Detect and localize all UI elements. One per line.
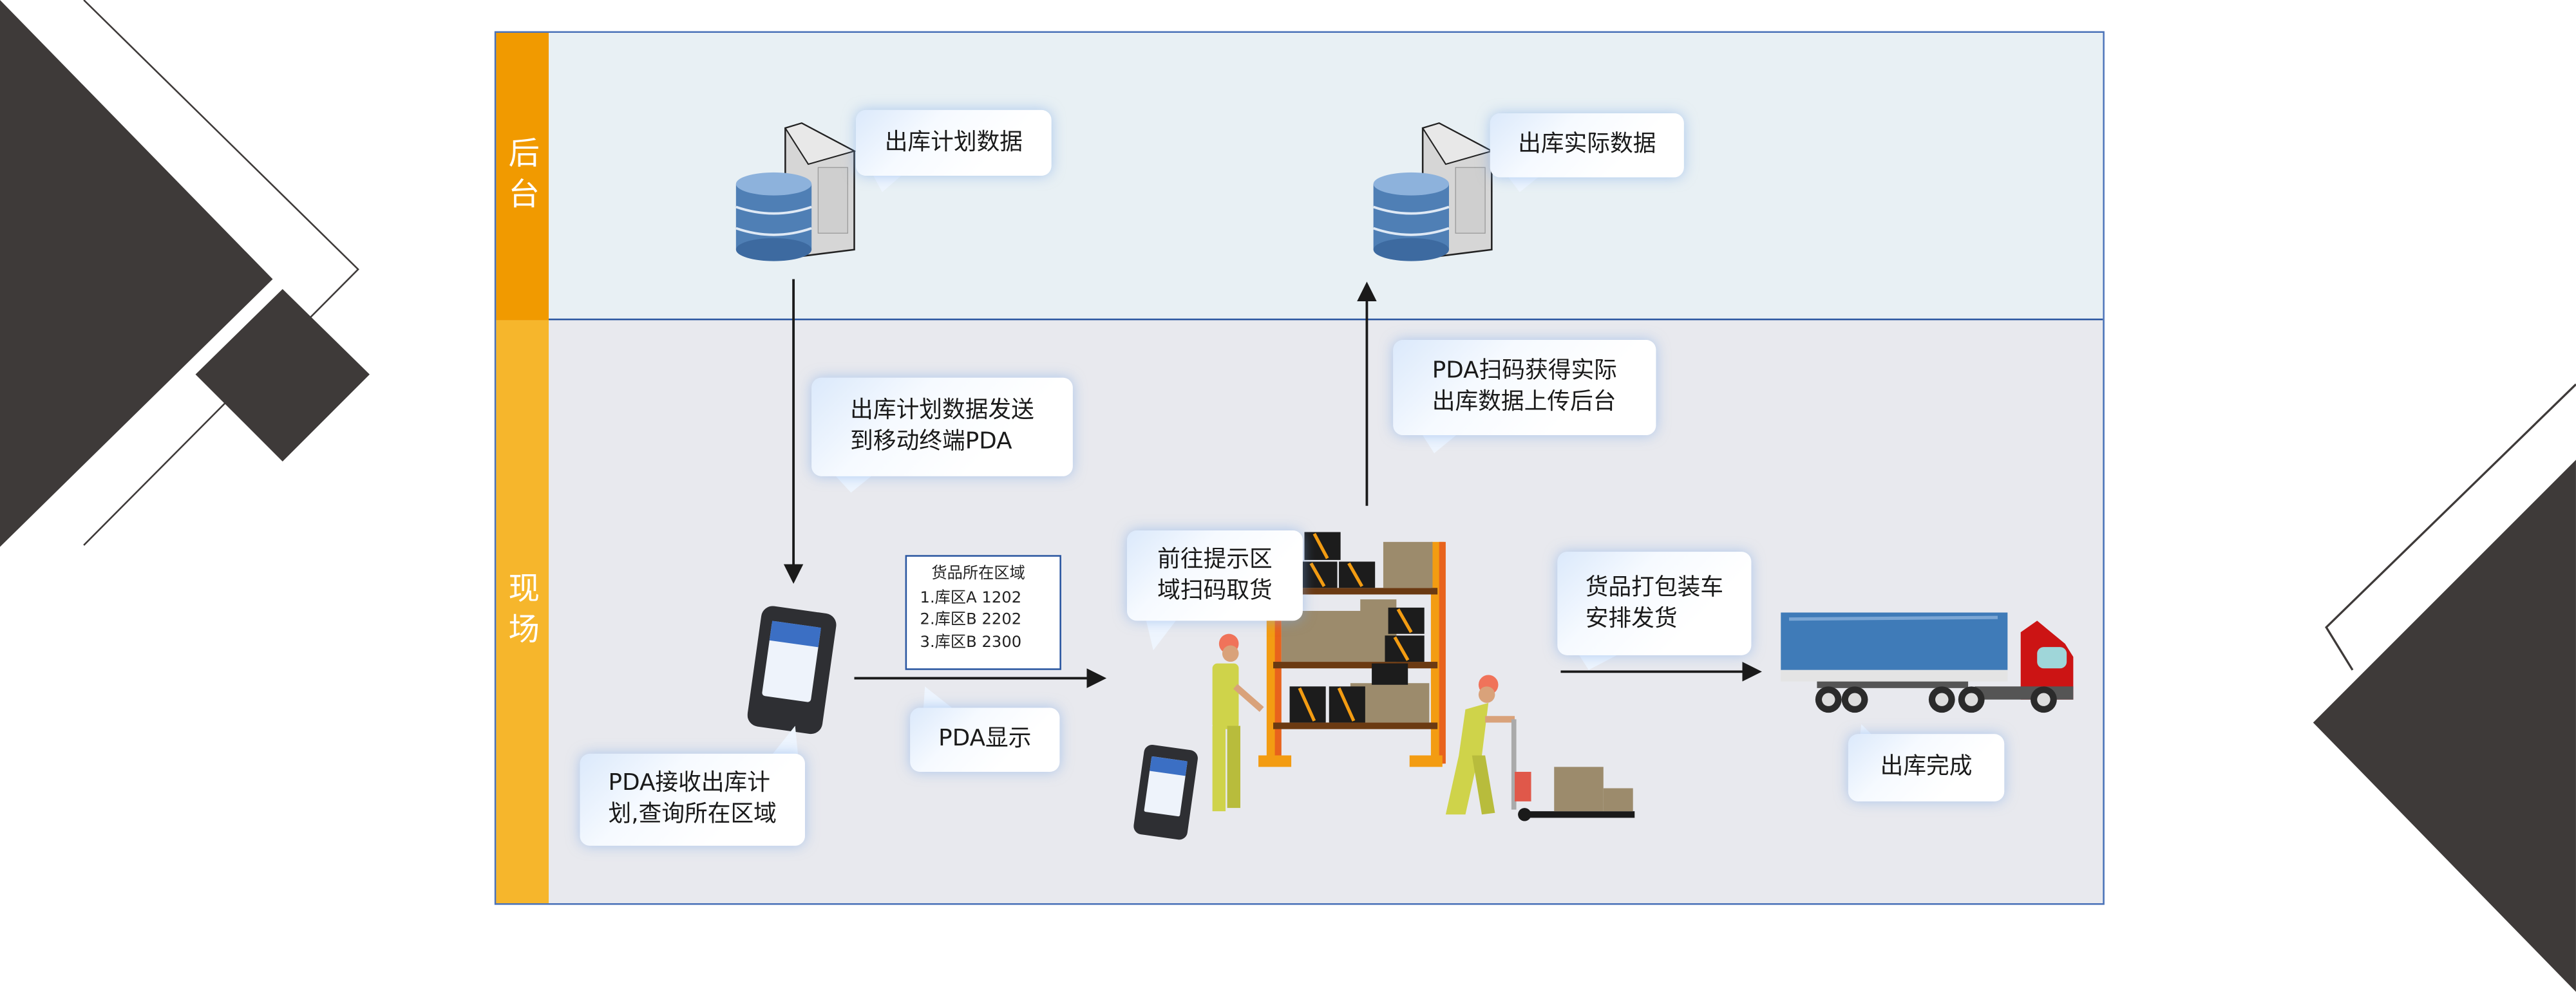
bubble-pda-display: PDA显示 <box>910 707 1060 772</box>
location-item: 1.库区A 1202 <box>920 588 1022 607</box>
location-item: 2.库区B 2202 <box>920 610 1022 630</box>
deco-line <box>83 0 359 546</box>
bubble-pack-load: 货品打包装车 安排发货 <box>1557 552 1752 655</box>
location-item: 3.库区B 2300 <box>920 633 1022 651</box>
right-decoration <box>2313 383 2576 992</box>
deco-triangle <box>0 0 273 547</box>
bubble-go-pick: 前往提示区 域扫码取货 <box>1126 530 1303 621</box>
bubble-send-to-pda: 出库计划数据发送 到移动终端PDA <box>811 377 1073 476</box>
backend-lane-label: 后台 <box>496 33 549 321</box>
deco-line <box>2325 383 2576 671</box>
database-server-icon <box>735 122 857 261</box>
bubble-actual-data: 出库实际数据 <box>1490 113 1684 178</box>
pda-device-icon <box>1133 745 1198 840</box>
worker-scanning <box>1212 633 1264 812</box>
pda-device-icon <box>747 606 837 735</box>
field-lane-label: 现场 <box>496 320 549 904</box>
left-decoration <box>0 0 370 547</box>
location-info-box: 货品所在区域 1.库区A 1202 2.库区B 2202 3.库区B 2300 <box>905 555 1061 670</box>
bubble-plan-data: 出库计划数据 <box>856 109 1052 176</box>
delivery-truck-icon <box>1781 612 2074 713</box>
worker-pushing-cart <box>1445 675 1635 821</box>
deco-diamond <box>195 288 370 462</box>
bubble-scan-upload: PDA扫码获得实际 出库数据上传后台 <box>1393 340 1656 436</box>
bubble-pda-receive: PDA接收出库计 划,查询所在区域 <box>580 753 805 846</box>
database-server-icon <box>1373 122 1494 261</box>
bubble-done: 出库完成 <box>1848 734 2005 801</box>
location-box-title: 货品所在区域 <box>931 565 1025 583</box>
deco-triangle <box>2313 460 2576 992</box>
